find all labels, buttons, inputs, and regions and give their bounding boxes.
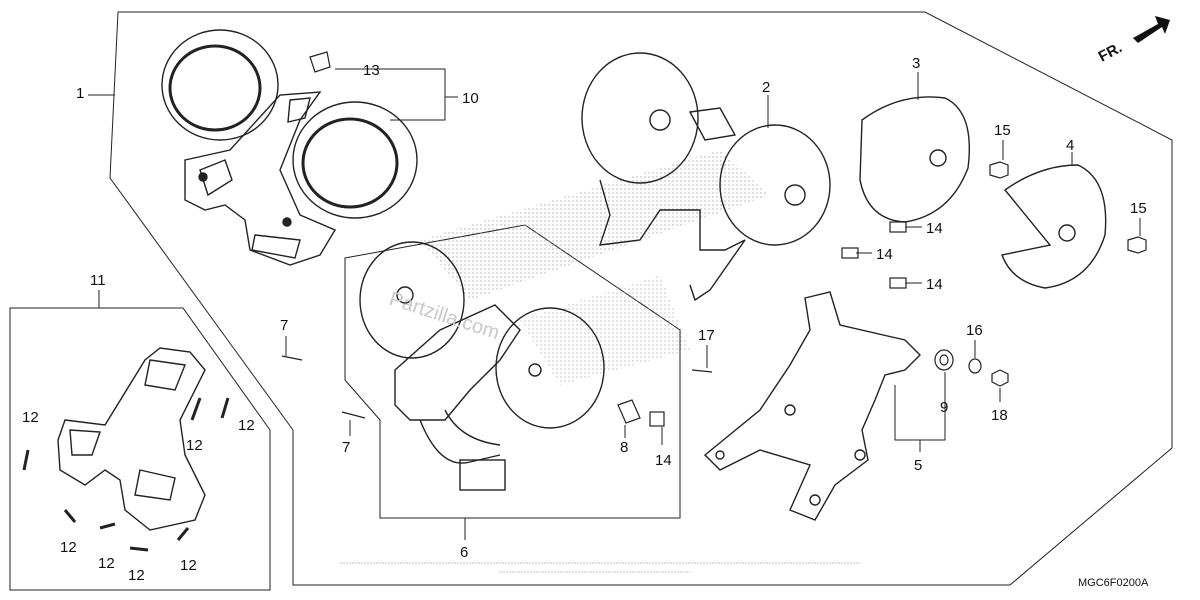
direction-label: FR. — [1096, 39, 1125, 65]
meter-unit-part — [359, 241, 605, 491]
callout-c17: 17 — [698, 327, 715, 344]
callout-c12e: 12 — [98, 555, 115, 572]
callout-c3: 3 — [912, 55, 920, 72]
meter-garnish-part — [57, 347, 206, 531]
hardware-parts — [281, 161, 1147, 427]
callout-c16: 16 — [966, 322, 983, 339]
drawing-code: MGC6F0200A — [1078, 577, 1149, 589]
callout-c12g: 12 — [180, 557, 197, 574]
callout-labels: 1 2 3 4 5 6 7 7 8 9 10 11 12 12 12 12 12… — [22, 55, 1147, 584]
callout-c7a: 7 — [280, 317, 288, 334]
callout-c7b: 7 — [342, 439, 350, 456]
front-direction-indicator: FR. — [1096, 16, 1170, 66]
callout-c18: 18 — [991, 407, 1008, 424]
leader-lines — [88, 68, 1141, 540]
callout-c5: 5 — [914, 457, 922, 474]
meter-case-part — [161, 29, 418, 266]
clip-parts-12 — [22, 397, 230, 552]
assembly-11-boundary — [9, 307, 271, 591]
meter-bracket-part — [703, 291, 921, 521]
callout-c4: 4 — [1066, 137, 1074, 154]
callout-c13: 13 — [363, 62, 380, 79]
assembly-1-boundary — [109, 11, 1173, 586]
callout-c11: 11 — [90, 272, 106, 289]
callout-c10: 10 — [462, 90, 479, 107]
rubber-seal-part-13 — [309, 51, 331, 73]
callout-c14a: 14 — [926, 220, 943, 237]
exploded-view-shading-2 — [520, 275, 690, 385]
meter-rear-cover-part — [581, 52, 831, 302]
callout-c15a: 15 — [994, 122, 1011, 139]
callout-c12d: 12 — [60, 539, 77, 556]
arrow-right-icon — [1133, 16, 1170, 43]
callout-c2: 2 — [762, 79, 770, 96]
exploded-view-shading — [420, 150, 770, 300]
callout-c14b: 14 — [876, 246, 893, 263]
callout-c12b: 12 — [186, 437, 203, 454]
callout-c14c: 14 — [926, 276, 943, 293]
callout-c8: 8 — [620, 439, 628, 456]
meter-cap-part-3 — [859, 96, 971, 223]
meter-cap-part-4 — [1001, 164, 1107, 289]
callout-c14d: 14 — [655, 452, 672, 469]
callout-c9: 9 — [940, 399, 948, 416]
callout-c1: 1 — [76, 85, 84, 102]
watermark-text: Partzilla.com — [387, 288, 503, 344]
callout-c12c: 12 — [238, 417, 255, 434]
callout-c15b: 15 — [1130, 200, 1147, 217]
callout-c6: 6 — [460, 544, 468, 561]
callout-c12f: 12 — [128, 567, 145, 584]
callout-c12a: 12 — [22, 409, 39, 426]
